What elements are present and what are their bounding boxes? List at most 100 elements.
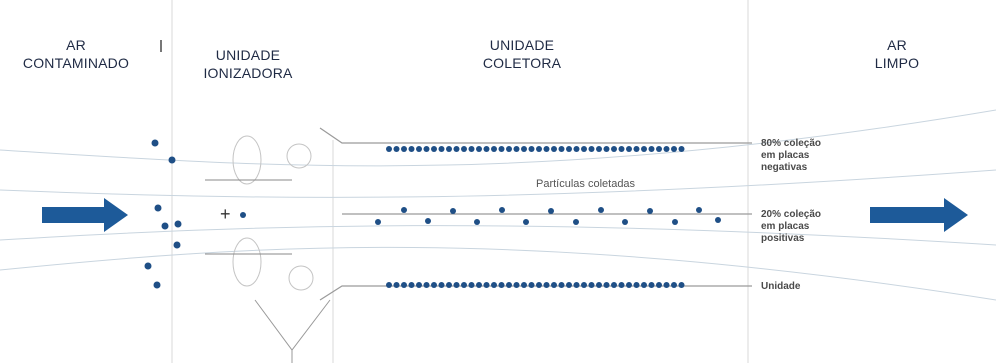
collected-particle	[491, 146, 497, 152]
particles-positive-center	[375, 207, 721, 225]
collected-particle	[656, 282, 662, 288]
collected-particle	[611, 146, 617, 152]
collected-particle	[558, 282, 565, 288]
header-ionizer: UNIDADE IONIZADORA	[188, 46, 308, 82]
label-positive-plates: 20% coleção em placas positivas	[761, 209, 821, 245]
collected-particle	[551, 282, 557, 288]
collected-particle	[483, 146, 490, 152]
collected-particle	[393, 146, 400, 152]
collector-plates	[319, 127, 752, 301]
collected-particle	[626, 146, 632, 152]
collected-particle	[588, 282, 595, 288]
header-air-in-line2: CONTAMINADO	[22, 55, 130, 71]
header-air-out: AR LIMPO	[862, 36, 932, 72]
header-air-out-line2: LIMPO	[874, 55, 920, 71]
airflow-lines	[0, 109, 996, 301]
collected-particle	[528, 146, 535, 152]
collected-particle	[633, 282, 640, 288]
header-ionizer-line2: IONIZADORA	[203, 65, 293, 81]
incoming-particles	[144, 139, 246, 289]
header-air-in: AR CONTAMINADO	[6, 36, 146, 72]
collected-particle	[536, 146, 542, 152]
outlet-arrow-icon	[870, 198, 968, 232]
plus-sign: +	[220, 204, 231, 224]
negative-plate-top	[319, 127, 752, 144]
collected-particle	[416, 282, 422, 288]
collected-particle	[446, 146, 452, 152]
header-air-in-line1: AR	[66, 37, 86, 53]
collected-particle	[513, 146, 520, 152]
label-unit-text: Unidade	[761, 281, 801, 292]
collected-particle	[431, 282, 437, 288]
collected-particle	[423, 282, 430, 288]
header-air-out-line1: AR	[887, 37, 907, 53]
label-negative-plates: 80% coleção em placas negativas	[761, 138, 821, 174]
collected-particle	[543, 146, 550, 152]
collected-particle	[401, 146, 407, 152]
collected-particle	[551, 146, 557, 152]
collected-particle	[671, 146, 677, 152]
collected-particle	[603, 282, 610, 288]
collected-particle	[468, 282, 475, 288]
label-positive-line3: positivas	[761, 233, 805, 244]
collected-particle	[506, 146, 512, 152]
collected-particle	[633, 146, 640, 152]
collected-particle	[431, 146, 437, 152]
header-collector-line2: COLETORA	[482, 55, 562, 71]
collected-particle	[521, 146, 527, 152]
collected-particle	[491, 282, 497, 288]
collected-particle	[663, 146, 670, 152]
particles-negative-top	[386, 146, 685, 152]
collected-particle	[536, 282, 542, 288]
label-unit: Unidade	[761, 281, 800, 293]
collected-particle	[476, 282, 482, 288]
collected-particle	[641, 146, 647, 152]
collected-particle	[483, 282, 490, 288]
header-collector-line1: UNIDADE	[489, 37, 555, 53]
inlet-arrow-icon	[42, 198, 128, 232]
collected-particle	[543, 282, 550, 288]
collected-particle	[506, 282, 512, 288]
collected-particle	[408, 146, 415, 152]
collected-particle	[401, 282, 407, 288]
collected-particle	[626, 282, 632, 288]
collected-particle	[446, 282, 452, 288]
collected-particle	[528, 282, 535, 288]
collected-particle	[663, 282, 670, 288]
collected-particle	[423, 146, 430, 152]
negative-plate-bottom	[319, 285, 752, 301]
collected-particle	[498, 146, 505, 152]
collected-particle	[438, 282, 445, 288]
collected-particle	[618, 146, 625, 152]
label-positive-line1: 20% coleção	[761, 209, 822, 220]
collected-particle	[573, 282, 580, 288]
collected-particle	[596, 282, 602, 288]
collected-particle	[521, 282, 527, 288]
collected-particle	[581, 282, 587, 288]
collected-particle	[678, 146, 685, 152]
collected-particle	[596, 146, 602, 152]
collected-particle	[648, 282, 655, 288]
collected-particle	[461, 282, 467, 288]
collected-particle	[386, 146, 392, 152]
collected-particle	[438, 146, 445, 152]
collected-particle	[641, 282, 647, 288]
collected-particle	[656, 146, 662, 152]
collected-particle	[566, 282, 572, 288]
collected-particle	[611, 282, 617, 288]
collected-particle	[453, 146, 460, 152]
collected-particle	[468, 146, 475, 152]
label-negative-line1: 80% coleção	[761, 138, 822, 149]
header-ionizer-line1: UNIDADE	[215, 47, 281, 63]
collected-particle	[671, 282, 677, 288]
collected-particle	[453, 282, 460, 288]
collected-particle	[566, 146, 572, 152]
collected-particle	[476, 146, 482, 152]
collected-particle	[386, 282, 392, 288]
collected-particle	[461, 146, 467, 152]
label-negative-line2: em placas	[761, 150, 810, 161]
collected-particle	[498, 282, 505, 288]
ionizer-elements	[205, 135, 331, 363]
